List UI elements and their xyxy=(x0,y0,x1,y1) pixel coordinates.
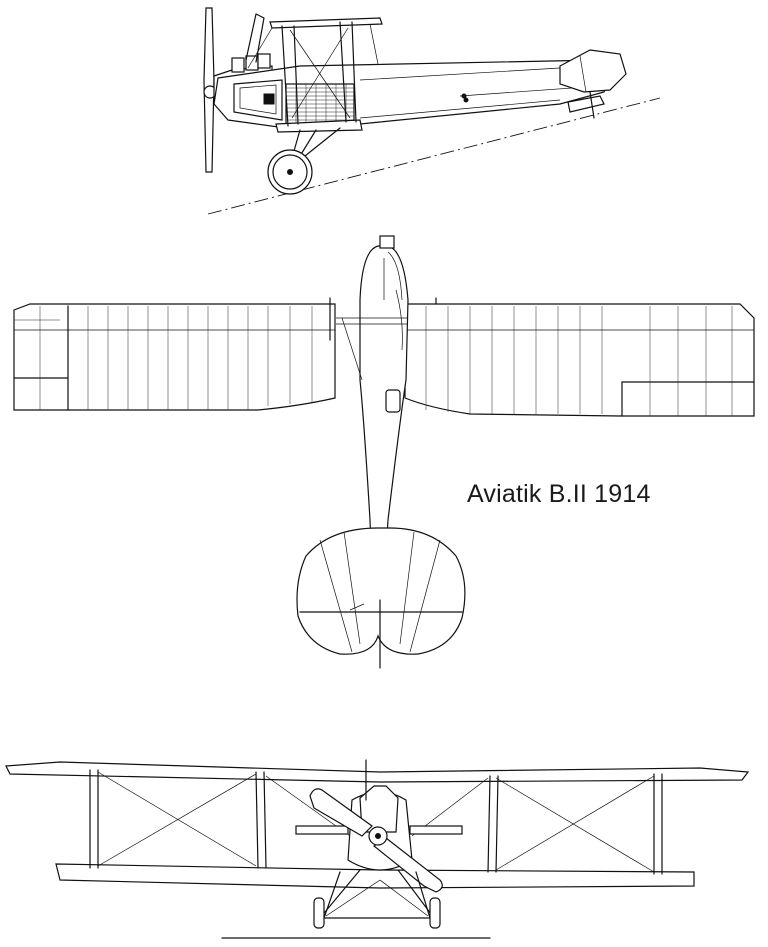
top-right-wing xyxy=(404,303,755,417)
side-view xyxy=(203,7,661,215)
drawing-caption: Aviatik B.II 1914 xyxy=(467,480,651,508)
side-landing-gear xyxy=(267,127,341,195)
top-tail xyxy=(296,527,466,669)
side-propeller xyxy=(203,7,217,173)
front-view xyxy=(5,759,750,939)
side-fuselage xyxy=(213,59,613,131)
top-view xyxy=(13,235,755,669)
side-tail xyxy=(559,49,627,119)
side-wings xyxy=(247,17,383,133)
top-left-wing xyxy=(13,303,336,411)
